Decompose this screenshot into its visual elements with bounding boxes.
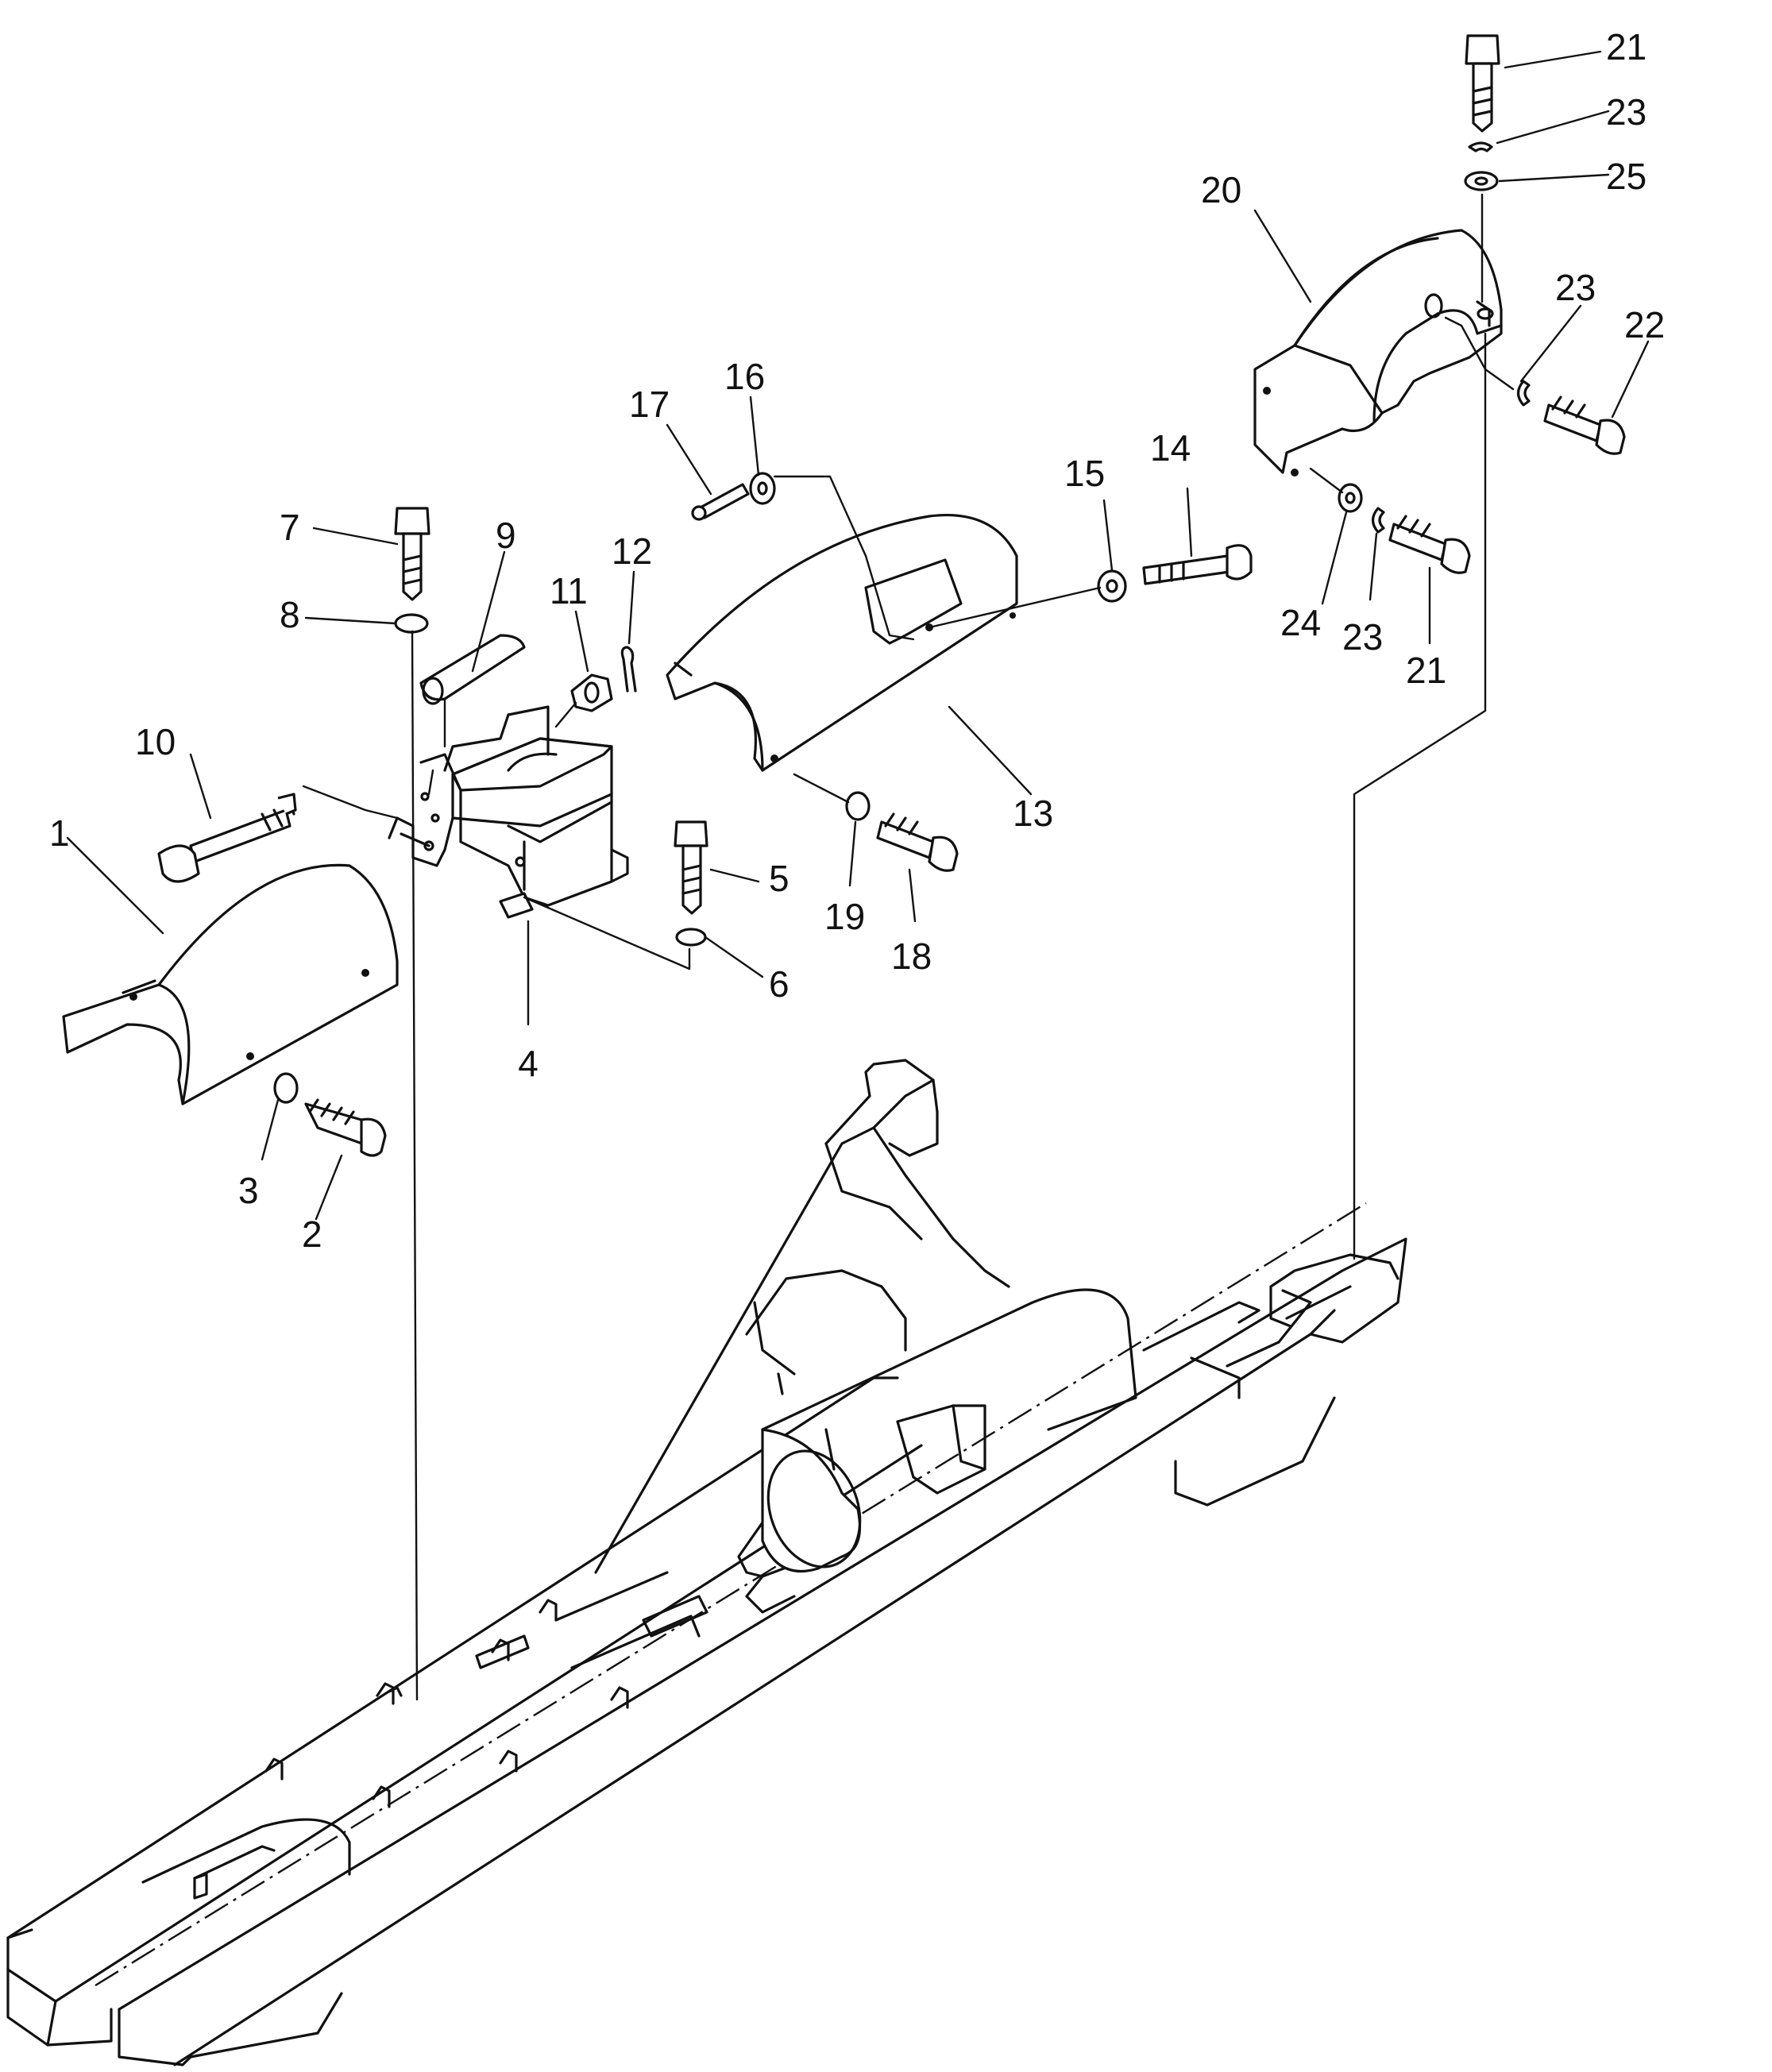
callout-numbers: 1 2 3 4 5 6 7 8 9 10 11 12 13 14 15 16 1… xyxy=(49,26,1665,1255)
callout-12: 12 xyxy=(612,531,652,572)
bolt-5 xyxy=(674,820,708,915)
callout-1: 1 xyxy=(49,812,70,854)
assembly-lines xyxy=(302,193,1515,1701)
callout-9: 9 xyxy=(496,515,516,556)
washer-8 xyxy=(394,613,429,634)
callout-2: 2 xyxy=(302,1213,322,1255)
callout-11: 11 xyxy=(550,570,588,612)
callout-25: 25 xyxy=(1606,156,1647,197)
callout-23-side: 23 xyxy=(1555,267,1596,308)
callout-13: 13 xyxy=(1013,793,1053,834)
callout-17: 17 xyxy=(629,384,670,425)
part-20-rear-guard xyxy=(1253,229,1503,477)
callout-22: 22 xyxy=(1624,304,1665,345)
washer-16 xyxy=(749,472,776,505)
track-frame xyxy=(6,1059,1407,2066)
washer-6 xyxy=(675,928,707,947)
callout-23-lower: 23 xyxy=(1342,616,1383,658)
callout-6: 6 xyxy=(769,963,789,1005)
callout-21-top: 21 xyxy=(1606,26,1647,68)
washer-25 xyxy=(1464,171,1499,191)
callout-20: 20 xyxy=(1201,169,1241,210)
part-13-middle-cover xyxy=(666,514,1018,772)
washer-24 xyxy=(1338,483,1363,513)
callout-14: 14 xyxy=(1150,427,1191,469)
callout-7: 7 xyxy=(280,507,300,548)
bolt-14 xyxy=(1142,544,1253,585)
callout-23-top: 23 xyxy=(1606,91,1647,133)
washer-19 xyxy=(845,791,871,821)
callout-16: 16 xyxy=(724,356,765,397)
part-4-bracket xyxy=(388,705,629,919)
callout-19: 19 xyxy=(824,896,865,937)
washer-3 xyxy=(273,1072,299,1104)
lock-washer-23-side xyxy=(1516,380,1531,407)
leader-lines xyxy=(66,50,1650,1221)
bolt-7 xyxy=(394,507,430,601)
callout-24: 24 xyxy=(1280,602,1321,643)
nut-11 xyxy=(570,673,613,712)
callout-4: 4 xyxy=(518,1043,539,1084)
callout-5: 5 xyxy=(769,858,789,899)
callout-10: 10 xyxy=(135,721,176,762)
callout-8: 8 xyxy=(280,594,300,635)
bolt-2 xyxy=(304,1098,387,1157)
callout-18: 18 xyxy=(891,936,932,977)
lock-washer-23-lower xyxy=(1371,507,1385,534)
bolt-21-top xyxy=(1465,34,1500,133)
bolt-21-lower xyxy=(1388,515,1471,574)
cotter-pin-12 xyxy=(620,646,637,693)
callout-3: 3 xyxy=(238,1170,259,1211)
pin-17 xyxy=(691,483,750,521)
bolt-22 xyxy=(1543,395,1626,455)
washer-15 xyxy=(1097,569,1127,603)
callout-15: 15 xyxy=(1064,453,1105,494)
part-1-front-cover xyxy=(62,863,399,1105)
lock-washer-23-top xyxy=(1468,141,1493,152)
callout-21-lower: 21 xyxy=(1406,650,1446,691)
bolt-10 xyxy=(157,793,297,883)
bolt-18 xyxy=(876,812,959,872)
